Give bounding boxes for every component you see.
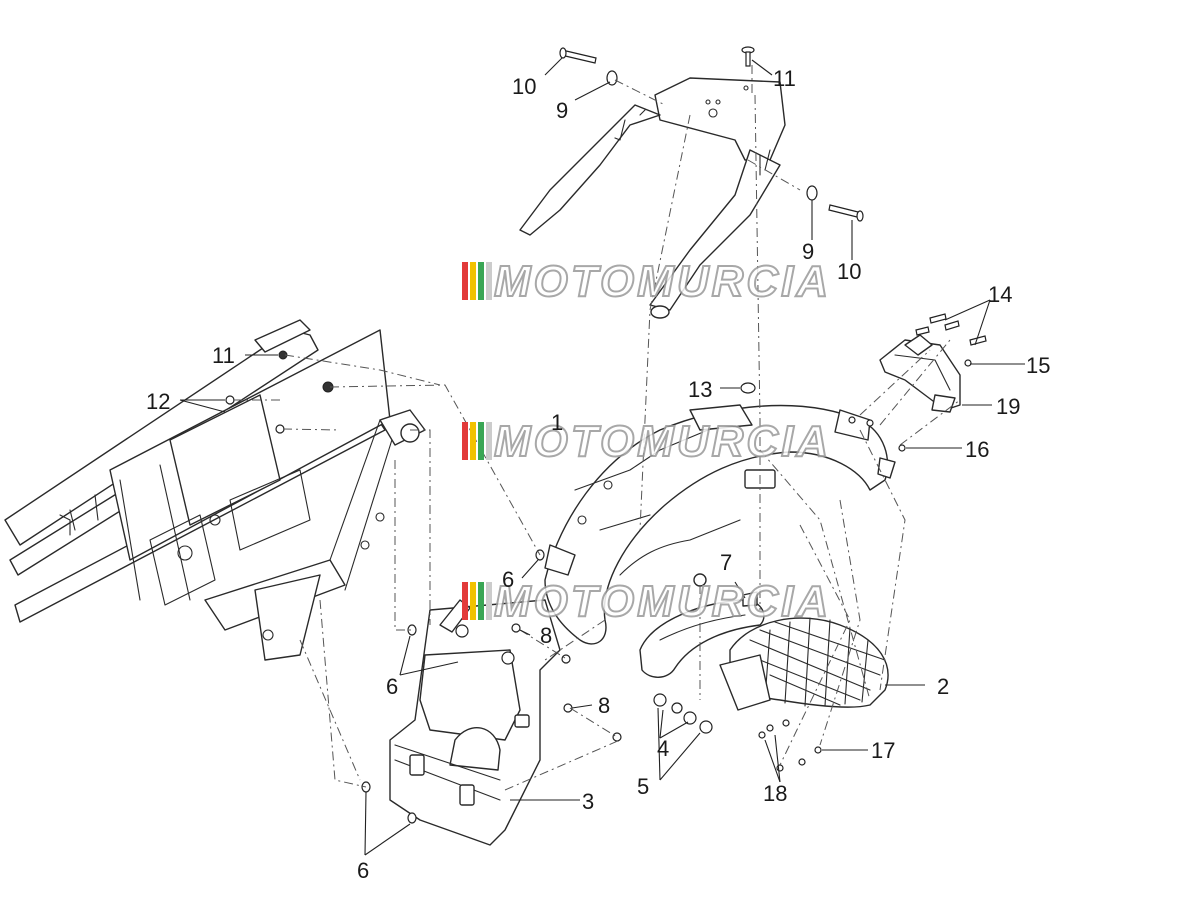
- watermark-stripe-grey: [486, 422, 492, 460]
- watermark-stripe-yellow: [470, 262, 476, 300]
- watermark-text: MOTOMURCIA: [494, 577, 831, 626]
- callout-12: 12: [146, 389, 170, 414]
- fastener-hardware: [225, 46, 987, 824]
- watermark-bottom: MOTOMURCIA: [462, 576, 831, 627]
- callout-6-left: 6: [386, 674, 398, 699]
- callout-10-right: 10: [837, 259, 861, 284]
- watermark-stripe-green: [478, 422, 484, 460]
- callout-11-left: 11: [212, 343, 235, 368]
- watermark-stripe-green: [478, 262, 484, 300]
- watermark-stripe-green: [478, 582, 484, 620]
- watermark-stripe-red: [462, 422, 468, 460]
- assembly-guide-lines: [233, 65, 961, 791]
- callout-8-upper: 8: [540, 623, 552, 648]
- frame-assembly: [4, 319, 426, 661]
- callout-18: 18: [763, 781, 787, 806]
- callout-8-lower: 8: [598, 693, 610, 718]
- callout-11-top: 11: [773, 66, 796, 91]
- callout-9-right: 9: [802, 239, 814, 264]
- watermark-stripe-red: [462, 262, 468, 300]
- watermark-top: MOTOMURCIA: [462, 256, 831, 307]
- callout-3: 3: [582, 789, 594, 814]
- callout-leaders: [179, 57, 1025, 856]
- callout-6-bottom: 6: [357, 858, 369, 883]
- callout-14: 14: [988, 282, 1012, 307]
- callout-4: 4: [657, 736, 669, 761]
- callout-5: 5: [637, 774, 649, 799]
- watermark-text: MOTOMURCIA: [494, 417, 831, 466]
- callout-1: 1: [551, 410, 563, 435]
- callout-10-top: 10: [512, 74, 536, 99]
- callout-9-top: 9: [556, 98, 568, 123]
- watermark-stripe-yellow: [470, 582, 476, 620]
- inner-mudguard: [639, 573, 765, 678]
- rear-panel: [389, 599, 561, 846]
- watermark-stripe-red: [462, 582, 468, 620]
- watermark-text: MOTOMURCIA: [494, 257, 831, 306]
- callout-7: 7: [720, 550, 732, 575]
- watermark-stripe-yellow: [470, 422, 476, 460]
- plate-holder-bracket: [879, 334, 961, 413]
- callout-6-mid: 6: [502, 567, 514, 592]
- watermark-stripe-grey: [486, 262, 492, 300]
- callout-17: 17: [871, 738, 895, 763]
- seat-subframe: [519, 77, 786, 319]
- watermark-stripe-grey: [486, 582, 492, 620]
- callout-16: 16: [965, 437, 989, 462]
- callout-19: 19: [996, 394, 1020, 419]
- callout-13: 13: [688, 377, 712, 402]
- rear-mudguard: [544, 404, 896, 645]
- watermark-middle: MOTOMURCIA: [462, 416, 831, 467]
- splash-guard: [719, 617, 889, 711]
- callout-labels: 10 9 11 9 10 14 15 19 16 13 1 11 12 6 7 …: [146, 66, 1050, 883]
- callout-15: 15: [1026, 353, 1050, 378]
- callout-2: 2: [937, 674, 949, 699]
